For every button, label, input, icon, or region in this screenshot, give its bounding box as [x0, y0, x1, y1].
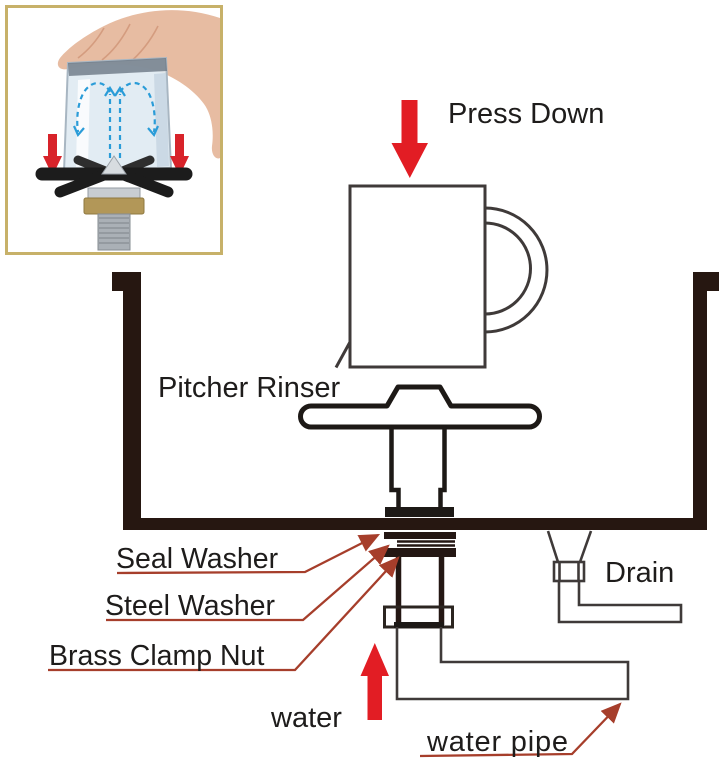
- steel-washer-leader: [106, 544, 390, 622]
- sink-left-wall: [123, 272, 141, 530]
- pitcher-spout-line: [334, 341, 352, 369]
- sink-right-rim: [693, 272, 719, 291]
- brass-clamp-nut-label: Brass Clamp Nut: [49, 640, 264, 672]
- water-supply-pipe: [395, 627, 630, 701]
- spray-curve-left: [76, 81, 111, 133]
- brass-clamp-nut-leader: [48, 556, 400, 672]
- spray-end-left: [72, 125, 85, 138]
- water-pipe-leader: [419, 702, 622, 758]
- glass-shade-right: [154, 73, 169, 167]
- spray-curve-right: [119, 81, 156, 133]
- seal-washer-part: [384, 532, 456, 539]
- spoke-front-right: [118, 169, 174, 198]
- leader-lines: [48, 533, 622, 758]
- inset-down-arrow-left: [43, 134, 62, 176]
- hand-shape: [57, 10, 221, 159]
- thread-lines: [99, 217, 129, 244]
- pitcher-outline: [334, 184, 549, 369]
- pitcher-handle-outer: [484, 206, 549, 334]
- rinser-column-right: [438, 427, 447, 508]
- steel-washer-label: Steel Washer: [105, 590, 276, 622]
- glass-top-rim: [68, 58, 167, 76]
- seal-washer-leader: [116, 533, 381, 575]
- spoke-center-hub: [101, 155, 127, 175]
- drain-pipe: [557, 581, 683, 624]
- chrome-cap: [87, 187, 141, 199]
- spray-tip-right: [114, 85, 126, 97]
- spoke-star-base: [35, 155, 193, 198]
- inset-down-arrow-right: [170, 134, 189, 176]
- spray-tip-left: [104, 85, 116, 97]
- spray-end-right: [147, 125, 160, 138]
- pitcher-rinser-label: Pitcher Rinser: [158, 372, 340, 404]
- rinser-t-handle: [298, 384, 542, 517]
- drain-funnel-left: [546, 530, 560, 563]
- rinser-column-left: [389, 427, 401, 508]
- drain-assembly: [546, 530, 683, 624]
- rinser-base-flange: [385, 507, 454, 517]
- water-pipe-label: water pipe: [426, 726, 569, 758]
- brass-ring: [83, 197, 145, 215]
- seal-washer-label: Seal Washer: [116, 543, 279, 575]
- threaded-shank: [97, 213, 131, 251]
- pitcher-handle-inner: [484, 221, 532, 316]
- drain-label: Drain: [605, 557, 674, 589]
- sink-right-wall: [693, 272, 707, 530]
- rinser-bar-and-dome: [298, 384, 542, 430]
- sink-cross-section: [112, 272, 719, 530]
- supply-coupling-nut-bottom: [394, 622, 444, 628]
- mounting-shank: [83, 187, 145, 251]
- product-photo-inset: [5, 5, 223, 255]
- sink-bottom: [123, 518, 707, 530]
- spray-arrows: [72, 81, 160, 158]
- water-up-arrow: [360, 643, 389, 720]
- water-label: water: [270, 702, 342, 734]
- brass-clamp-nut-part: [384, 548, 456, 557]
- glass-highlight: [76, 79, 90, 167]
- press-down-label: Press Down: [448, 98, 604, 130]
- pitcher-body: [348, 184, 487, 369]
- press-down-arrow: [391, 100, 428, 178]
- mounting-stack: [383, 532, 456, 629]
- drain-coupling: [552, 560, 586, 583]
- inset-illustration: [35, 10, 221, 251]
- spoke-front-left: [54, 169, 110, 198]
- drain-funnel-right: [578, 530, 593, 563]
